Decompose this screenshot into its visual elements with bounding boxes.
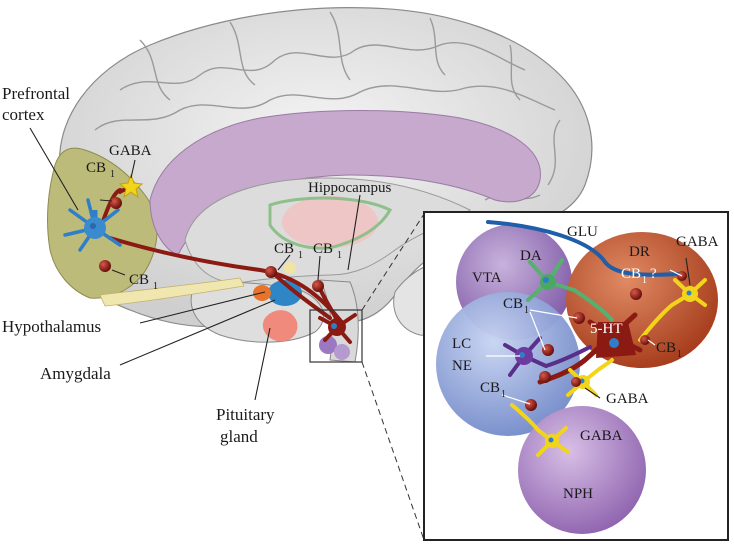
label-pituitary-1: Pituitary: [216, 405, 275, 424]
inset-label-5ht: 5-HT: [590, 321, 623, 337]
inset-label-glu: GLU: [567, 224, 598, 240]
inset-label-vta: VTA: [472, 270, 502, 286]
inset-label-cb-c: CB: [480, 380, 500, 396]
inset-label-cb-b: CB: [656, 340, 676, 356]
inset-label-nph: NPH: [563, 486, 593, 502]
label-cb-left-bottom: CB: [129, 272, 149, 288]
inset-label-cb-a: CB: [503, 296, 523, 312]
label-hypothalamus: Hypothalamus: [2, 317, 101, 336]
gaba-neuron-top: [638, 278, 707, 342]
label-hippocampus: Hippocampus: [308, 180, 391, 196]
olfactory-tract: [99, 277, 245, 307]
inset-label-cb-q-sub: 1: [642, 275, 647, 286]
label-prefrontal-2: cortex: [2, 105, 45, 124]
nph-region: [518, 406, 646, 534]
brainstem-neuron: [318, 313, 357, 344]
zoom-region-box: [309, 309, 363, 363]
label-cb-left-top: CB: [86, 160, 106, 176]
hypothalamus-blob: [268, 280, 302, 306]
glu-axon: [486, 220, 680, 277]
inset-label-da: DA: [520, 248, 542, 264]
label-cb-mid-1-sub: 1: [298, 250, 303, 261]
prefrontal-neuron: [63, 198, 122, 252]
label-cb-left-bottom-sub: 1: [153, 281, 158, 292]
hypothalamus-accent: [284, 262, 296, 274]
brainstem-nucleus-2: [334, 344, 350, 360]
leader-lines: [29, 127, 361, 401]
hippocampus-band: [268, 196, 393, 250]
synapse-balls-left: [99, 197, 324, 292]
label-prefrontal-1: Prefrontal: [2, 84, 70, 103]
inset-label-lc: LC: [452, 336, 471, 352]
inset-label-cb-c-sub: 1: [501, 389, 506, 400]
inset-label-ne: NE: [452, 358, 472, 374]
label-cb-mid-2-sub: 1: [337, 250, 342, 261]
pituitary-blob: [262, 310, 298, 342]
inset-label-gaba-mid: GABA: [606, 391, 649, 407]
label-cb-left-top-sub: 1: [110, 169, 115, 180]
lc-region: [436, 292, 580, 436]
inset-label-cb-b-sub: 1: [677, 349, 682, 360]
inset-label-cb-q: CB: [621, 266, 641, 282]
da-neuron: [526, 258, 614, 322]
inset-leader-lines: [486, 269, 683, 405]
inset-label-question: ?: [650, 266, 657, 282]
zoom-line-top: [361, 213, 425, 311]
inset-label-dr: DR: [629, 244, 650, 260]
inset-label-gaba-top: GABA: [676, 234, 719, 250]
label-cb-mid-2: CB: [313, 241, 333, 257]
label-pituitary-2: gland: [220, 427, 258, 446]
5ht-neuron: [537, 312, 643, 385]
inset-panel: GLU GABA DR DA VTA CB 1 ? CB 1 5-HT CB 1…: [423, 211, 729, 541]
gaba-neuron-bottom: [510, 403, 570, 457]
inset-label-gaba-bottom: GABA: [580, 428, 623, 444]
inset-label-cb-a-sub: 1: [524, 305, 529, 316]
inset-leader-lines-dark: [584, 257, 691, 399]
ne-neuron: [503, 336, 592, 377]
label-amygdala: Amygdala: [40, 364, 111, 383]
label-gaba-left: GABA: [109, 143, 152, 159]
zoom-line-bottom: [361, 361, 425, 541]
gaba-star-left: [118, 173, 144, 199]
label-cb-mid-1: CB: [274, 241, 294, 257]
